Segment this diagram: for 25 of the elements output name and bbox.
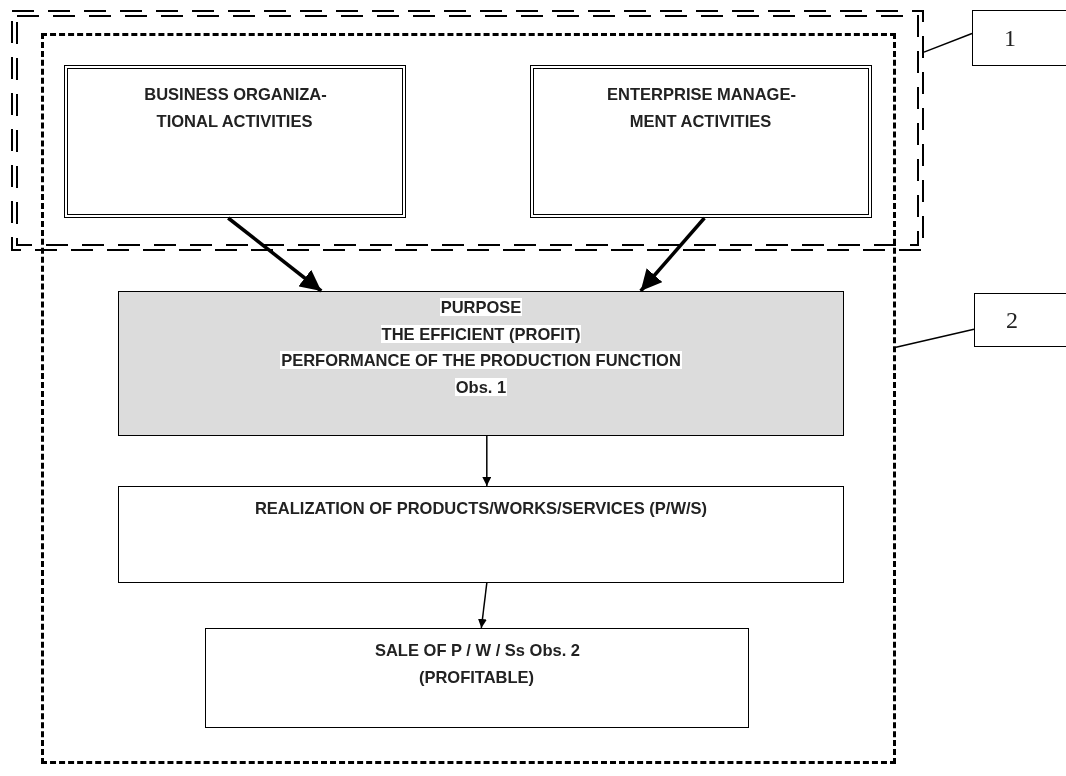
box-text: Obs. 1 [454,377,508,399]
arrow [227,216,323,293]
box-text: PERFORMANCE OF THE PRODUCTION FUNCTION [280,350,682,372]
process-box [118,486,844,583]
box-text: SALE OF P / W / Ss Obs. 2 (PROFITABLE) [373,640,582,688]
leader-line [895,328,975,349]
box-text: ENTERPRISE MANAGE- MENT ACTIVITIES [606,84,797,132]
box-text: BUSINESS ORGANIZA- TIONAL ACTIVITIES [143,84,328,132]
box-text: PURPOSE [439,297,523,318]
callout-box [972,10,1066,66]
box-text: REALIZATION OF PRODUCTS/WORKS/SERVICES (P/W/S) [253,498,709,519]
process-box [205,628,749,728]
arrow [639,216,706,293]
shaded-box [118,291,844,436]
double-border-box [530,65,872,218]
double-border-box [64,65,406,218]
box-text: THE EFFICIENT (PROFIT) [380,323,582,345]
leader-line [923,32,973,53]
dashed-frame [41,33,896,764]
callout-box [974,293,1066,347]
callout-number: 1 [1003,23,1017,53]
callout-number: 2 [1005,305,1019,335]
arrow [482,435,492,487]
arrow [477,582,488,629]
double-dashed-frame [11,10,924,251]
